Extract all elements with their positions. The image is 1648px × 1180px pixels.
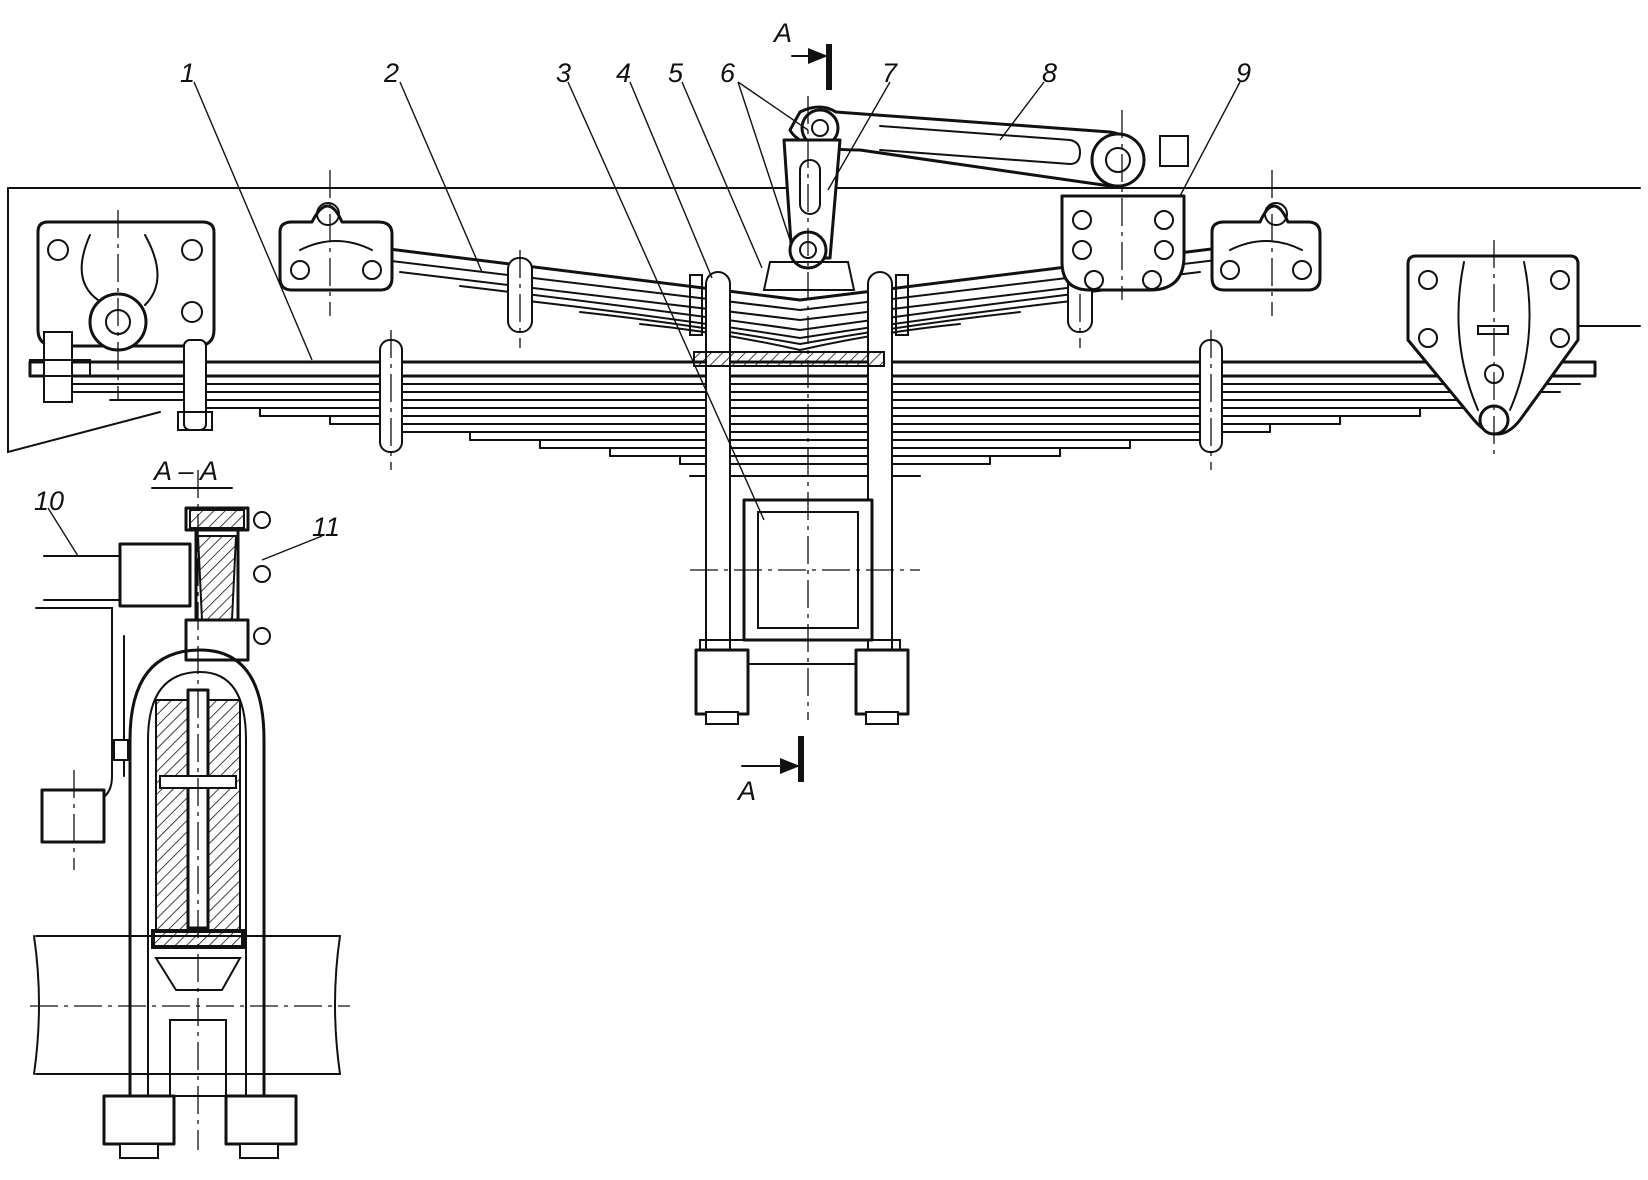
callout-6: 6 bbox=[720, 58, 736, 88]
callout-7: 7 bbox=[882, 58, 898, 88]
callout-1: 1 bbox=[180, 58, 195, 88]
callout-9: 9 bbox=[1236, 58, 1251, 88]
callout-4: 4 bbox=[616, 58, 631, 88]
callout-3: 3 bbox=[556, 58, 571, 88]
section-marker-bottom-label: A bbox=[736, 776, 756, 806]
callout-8: 8 bbox=[1042, 58, 1057, 88]
section-marker-top bbox=[791, 44, 832, 90]
upper-left-bracket bbox=[278, 170, 394, 316]
section-view-title: A – A bbox=[152, 456, 218, 486]
section-marker-bottom bbox=[741, 736, 804, 782]
reaction-rod bbox=[762, 96, 1146, 720]
upper-right-bracket bbox=[1210, 170, 1322, 316]
callout-labels: 1 2 3 4 5 6 7 8 9 10 11 A A A – A bbox=[34, 18, 1251, 806]
section-view bbox=[30, 470, 350, 1159]
callout-11: 11 bbox=[312, 512, 340, 542]
section-marker-top-label: A bbox=[772, 18, 792, 48]
callout-5: 5 bbox=[668, 58, 684, 88]
main-leaf-spring bbox=[28, 330, 1597, 477]
rod-frame-bracket bbox=[1060, 110, 1189, 300]
callout-2: 2 bbox=[383, 58, 399, 88]
callout-10: 10 bbox=[34, 486, 64, 516]
u-bolts-and-axle bbox=[689, 271, 920, 725]
front-spring-bracket bbox=[29, 210, 216, 431]
rear-spring-bracket bbox=[1406, 240, 1580, 460]
leader-lines bbox=[47, 81, 1241, 561]
